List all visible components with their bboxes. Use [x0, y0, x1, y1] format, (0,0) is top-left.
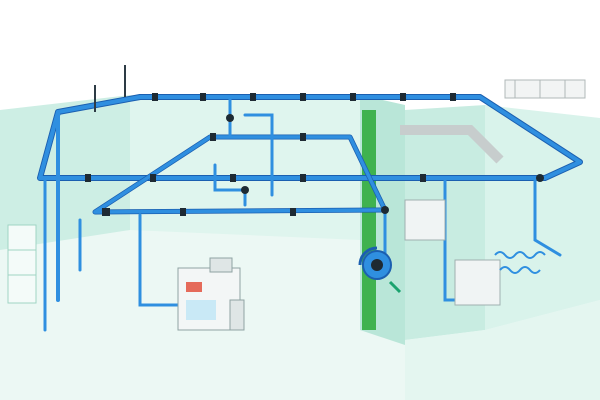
window — [7, 224, 37, 304]
back-wall — [130, 95, 360, 240]
hose-reel — [358, 246, 402, 294]
air-compressor-unit — [177, 257, 245, 331]
main-ring-pipe — [37, 94, 583, 302]
right-room-floor — [405, 300, 600, 400]
ceiling-risers — [94, 65, 126, 112]
ceiling-mounted-rail — [504, 79, 586, 99]
fittings — [85, 93, 544, 216]
green-column — [362, 110, 376, 330]
air-tool-hose — [494, 251, 546, 274]
overhead-duct — [400, 125, 504, 164]
workbench — [404, 199, 501, 306]
